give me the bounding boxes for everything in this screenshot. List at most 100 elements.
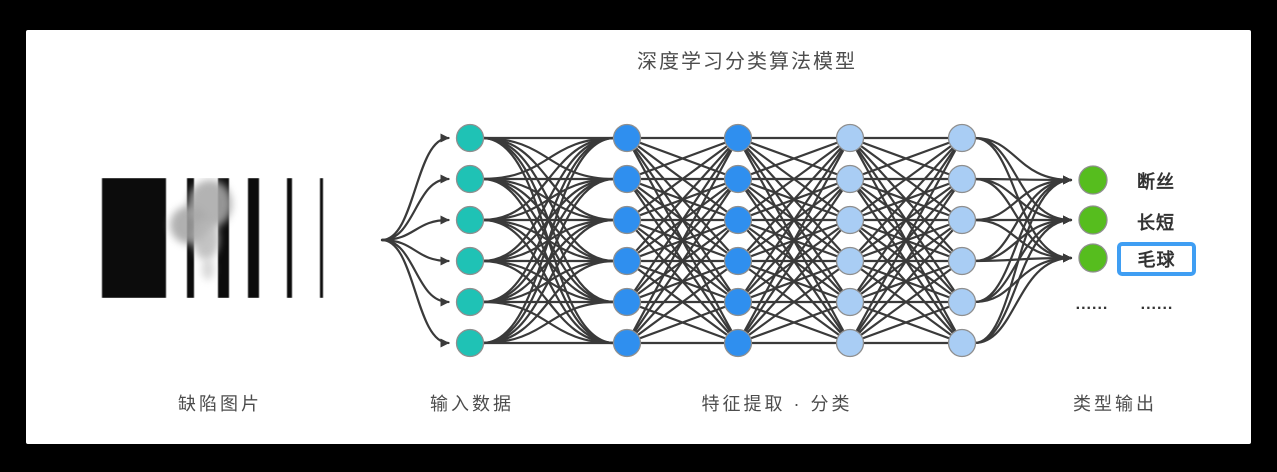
input-arrow [380, 215, 450, 242]
node-output [1078, 243, 1108, 273]
node-hidden-4 [947, 164, 977, 194]
defect-blob [193, 218, 219, 260]
node-hidden-3 [835, 287, 865, 317]
caption-feature-extraction: 特征提取 · 分类 [701, 394, 853, 414]
node-input [455, 164, 485, 194]
network-edges [380, 133, 1073, 348]
edge [973, 175, 1073, 263]
node-hidden-3 [835, 205, 865, 235]
diagram-title: 深度学习分类算法模型 [637, 51, 857, 73]
node-hidden-2 [723, 205, 753, 235]
edge [736, 136, 852, 345]
edge [481, 136, 616, 345]
edge [736, 218, 852, 345]
node-hidden-3 [835, 328, 865, 358]
node-hidden-2 [723, 246, 753, 276]
edge [736, 136, 852, 181]
network-nodes [455, 123, 1108, 358]
edge [848, 136, 964, 222]
node-hidden-3 [835, 123, 865, 153]
edge [973, 175, 1073, 345]
node-hidden-3 [835, 246, 865, 276]
edge [625, 177, 740, 345]
diagram-panel: 深度学习分类算法模型 断丝 长短 毛球 ...... ...... 缺陷图片 输… [26, 30, 1251, 444]
edge [625, 259, 740, 345]
node-hidden-2 [723, 123, 753, 153]
ellipsis-labels: ...... [1140, 296, 1174, 313]
node-hidden-4 [947, 123, 977, 153]
output-label-highlight-box: 毛球 [1117, 242, 1196, 276]
edge [481, 136, 616, 304]
node-hidden-2 [723, 287, 753, 317]
edge [625, 136, 740, 263]
output-label-maoqiu: 毛球 [1137, 250, 1176, 270]
edge [625, 300, 740, 345]
neural-network-diagram [380, 123, 1108, 358]
defect-yarn-bar [287, 178, 292, 298]
edge [481, 300, 616, 345]
defect-blob [202, 258, 214, 280]
edge [973, 253, 1073, 345]
output-label-duansi: 断丝 [1137, 172, 1175, 192]
ellipsis-nodes: ...... [1075, 296, 1109, 313]
defect-image [100, 178, 326, 298]
node-hidden-3 [835, 164, 865, 194]
input-arrow [380, 174, 450, 242]
node-hidden-1 [612, 164, 642, 194]
defect-yarn-bar [102, 178, 166, 298]
output-label-changduan: 长短 [1137, 213, 1175, 233]
edge [625, 136, 740, 181]
edge [848, 218, 964, 345]
edge [848, 177, 964, 345]
edge [848, 136, 964, 263]
node-hidden-4 [947, 287, 977, 317]
edge [736, 259, 852, 345]
edge [736, 136, 852, 304]
caption-type-output: 类型输出 [1073, 394, 1157, 414]
edge [848, 136, 964, 304]
node-hidden-4 [947, 328, 977, 358]
edge [848, 136, 964, 181]
node-hidden-4 [947, 205, 977, 235]
input-arrow [380, 133, 450, 242]
node-output [1078, 165, 1108, 195]
edge [625, 136, 740, 304]
input-arrow [380, 238, 450, 348]
edge [973, 175, 1073, 222]
node-input [455, 205, 485, 235]
edge [625, 136, 740, 345]
node-input [455, 246, 485, 276]
caption-input-data: 输入数据 [430, 394, 514, 414]
edge [848, 136, 964, 345]
defect-yarn-bar [320, 178, 323, 298]
node-hidden-1 [612, 328, 642, 358]
edge [481, 218, 616, 345]
edge [973, 175, 1073, 304]
edge [973, 215, 1073, 345]
edge [736, 136, 852, 263]
node-output [1078, 205, 1108, 235]
node-hidden-1 [612, 246, 642, 276]
edge [481, 177, 616, 345]
edge [848, 300, 964, 345]
edge [736, 300, 852, 345]
node-input [455, 328, 485, 358]
node-input [455, 123, 485, 153]
edge [481, 136, 616, 263]
node-hidden-1 [612, 287, 642, 317]
node-hidden-1 [612, 205, 642, 235]
node-hidden-2 [723, 164, 753, 194]
edge [481, 259, 616, 345]
edge [973, 175, 1073, 185]
edge [481, 136, 616, 222]
edge [736, 136, 852, 222]
edge [625, 218, 740, 345]
edge [973, 136, 1073, 263]
node-input [455, 287, 485, 317]
edge [736, 177, 852, 345]
node-hidden-2 [723, 328, 753, 358]
edge [625, 136, 740, 222]
edge [848, 259, 964, 345]
node-hidden-4 [947, 246, 977, 276]
